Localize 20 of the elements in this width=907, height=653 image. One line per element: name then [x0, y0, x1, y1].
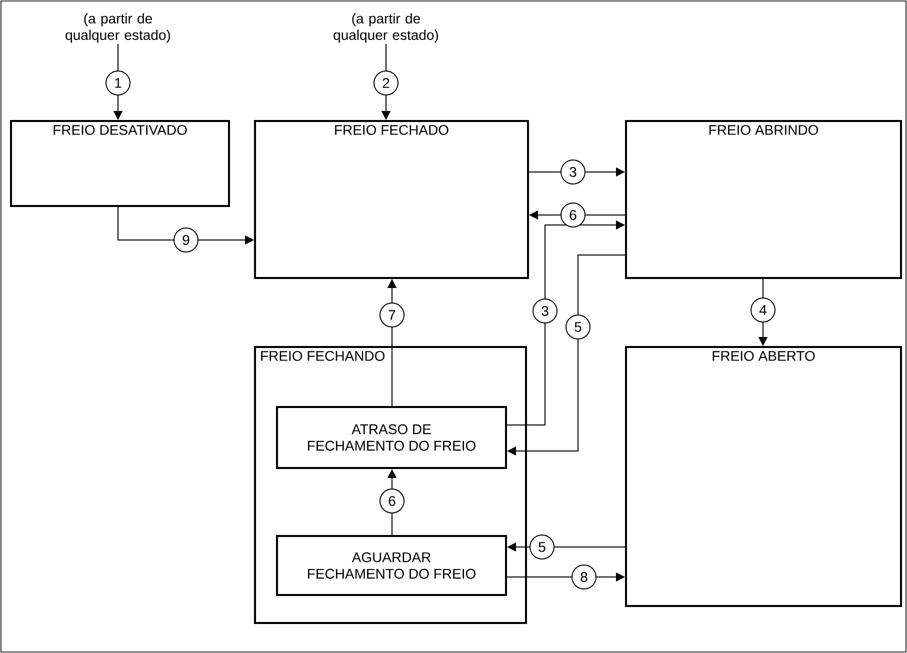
edge-label: 9 — [174, 228, 198, 252]
edge-label: 7 — [380, 302, 404, 328]
edge-label: 3 — [560, 160, 586, 184]
edge-label: 6 — [380, 488, 404, 514]
edge-label: 8 — [572, 564, 596, 590]
substate-box: AGUARDAR FECHAMENTO DO FREIO — [276, 535, 507, 596]
edge-label: 1 — [106, 70, 130, 96]
state-note: (a partir de qualquer estado) — [66, 13, 170, 43]
substate-box: ATRASO DE FECHAMENTO DO FREIO — [276, 406, 507, 469]
state-box: FREIO ABRINDO — [625, 120, 902, 279]
edge-label: 6 — [560, 202, 586, 228]
state-box: FREIO DESATIVADO — [10, 120, 230, 207]
state-note: (a partir de qualquer estado) — [334, 13, 438, 43]
state-box: FREIO FECHADO — [254, 120, 529, 279]
state-box: FREIO ABERTO — [625, 346, 902, 607]
edge-label: 3 — [532, 298, 558, 324]
edge-label: 5 — [566, 314, 590, 340]
edge-label: 5 — [530, 534, 554, 560]
edge-label: 2 — [374, 70, 398, 96]
edge-label: 4 — [750, 298, 776, 322]
